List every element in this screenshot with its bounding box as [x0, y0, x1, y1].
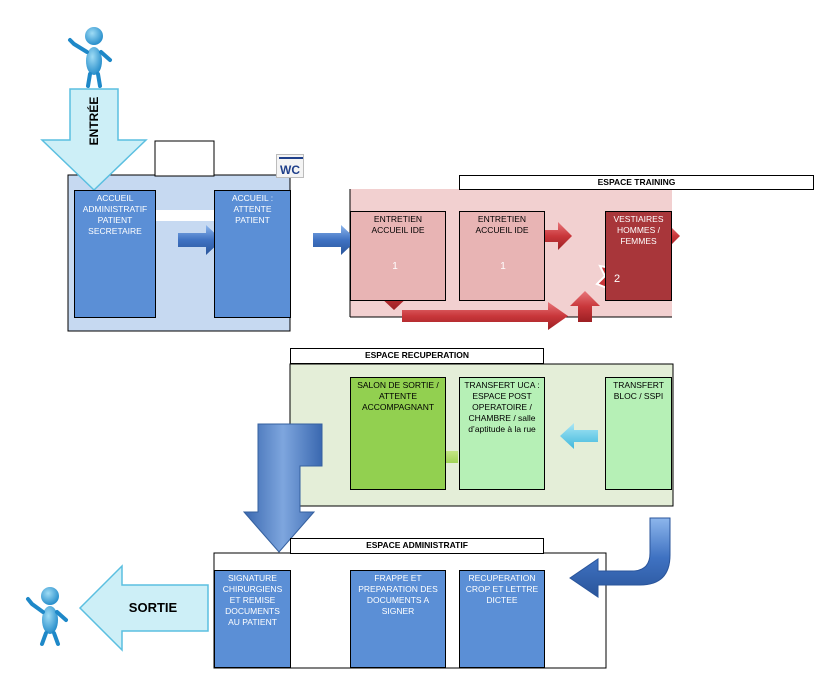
entry-label: ENTRÉE [87, 96, 101, 146]
training-title: ESPACE TRAINING [459, 175, 814, 190]
accueil-attente-box: ACCUEIL : ATTENTE PATIENT [214, 190, 291, 318]
entry-arrow [40, 88, 148, 192]
recuperation-title: ESPACE RECUPERATION [290, 348, 544, 364]
person-exit-figure [26, 587, 68, 646]
vestiaires-box: VESTIAIRES HOMMES / FEMMES [605, 211, 672, 301]
arrow-up-to-vestiaires [570, 291, 600, 322]
exit-arrow [78, 564, 209, 652]
salon-de-sortie-box: SALON DE SORTIE / ATTENTE ACCOMPAGNANT [350, 377, 446, 490]
badge-1b-number: 1 [500, 261, 506, 272]
entretien-accueil-ide-box-1: ENTRETIEN ACCUEIL IDE [350, 211, 446, 301]
administratif-title: ESPACE ADMINISTRATIF [290, 538, 544, 554]
entretien-accueil-ide-box-2: ENTRETIEN ACCUEIL IDE [459, 211, 545, 301]
wc-icon: WC [276, 154, 304, 178]
transfert-bloc-box: TRANSFERT BLOC / SSPI [605, 377, 672, 490]
signature-box: SIGNATURE CHIRURGIENS ET REMISE DOCUMENT… [214, 570, 291, 668]
frappe-box: FRAPPE ET PREPARATION DES DOCUMENTS A SI… [350, 570, 446, 668]
recuperation-crop-box: RECUPERATION CROP ET LETTRE DICTEE [459, 570, 545, 668]
exit-label: SORTIE [128, 600, 178, 615]
arrow-bloc-to-uca [560, 423, 598, 449]
arrow-salon-to-administratif [242, 423, 323, 553]
accueil-administratif-box: ACCUEIL ADMINISTRATIF PATIENT SECRETAIRE [74, 190, 156, 318]
transfert-uca-box: TRANSFERT UCA : ESPACE POST OPERATOIRE /… [459, 377, 545, 490]
arrow-accueil-to-attente [178, 225, 222, 255]
arrow-entretien-to-vestiaires [530, 222, 572, 250]
arrow-bottom-route [402, 302, 568, 330]
arrow-attente-to-training [313, 225, 357, 255]
person-entry-figure [68, 27, 112, 88]
arrow-recuperation-to-administratif [569, 517, 671, 598]
badge-1a-number: 1 [392, 261, 398, 272]
badge-2-number: 2 [613, 273, 621, 285]
